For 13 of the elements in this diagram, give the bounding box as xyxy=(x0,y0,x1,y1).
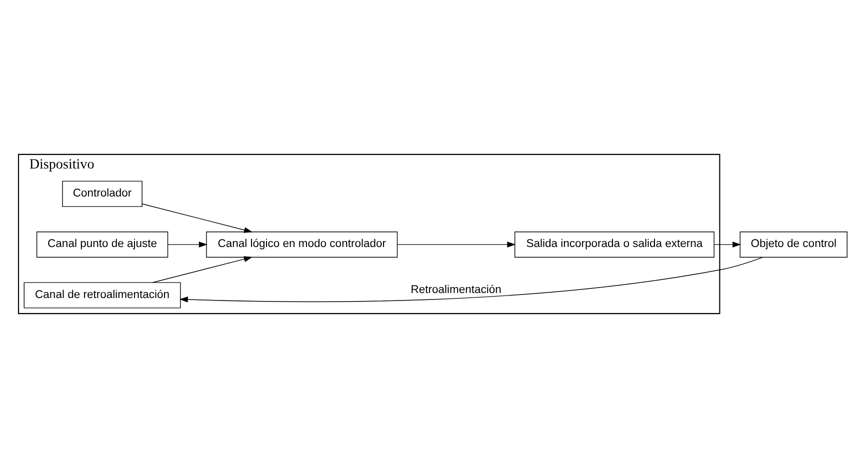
node-box: Objeto de control xyxy=(740,231,848,258)
arrow xyxy=(714,241,742,248)
node-box: Canal lógico en modo controlador xyxy=(206,231,398,258)
arrow xyxy=(142,203,253,232)
arrow xyxy=(152,256,252,282)
node-box: Controlador xyxy=(62,180,142,206)
node-box: Canal de retroalimentación xyxy=(24,282,181,308)
node-box: Canal punto de ajuste xyxy=(36,231,168,258)
edge-label: Retroalimentación xyxy=(410,283,502,296)
arrow xyxy=(168,241,208,248)
arrow xyxy=(179,256,763,302)
arrow xyxy=(397,241,516,248)
node-box: Salida incorporada o salida externa xyxy=(514,231,714,258)
